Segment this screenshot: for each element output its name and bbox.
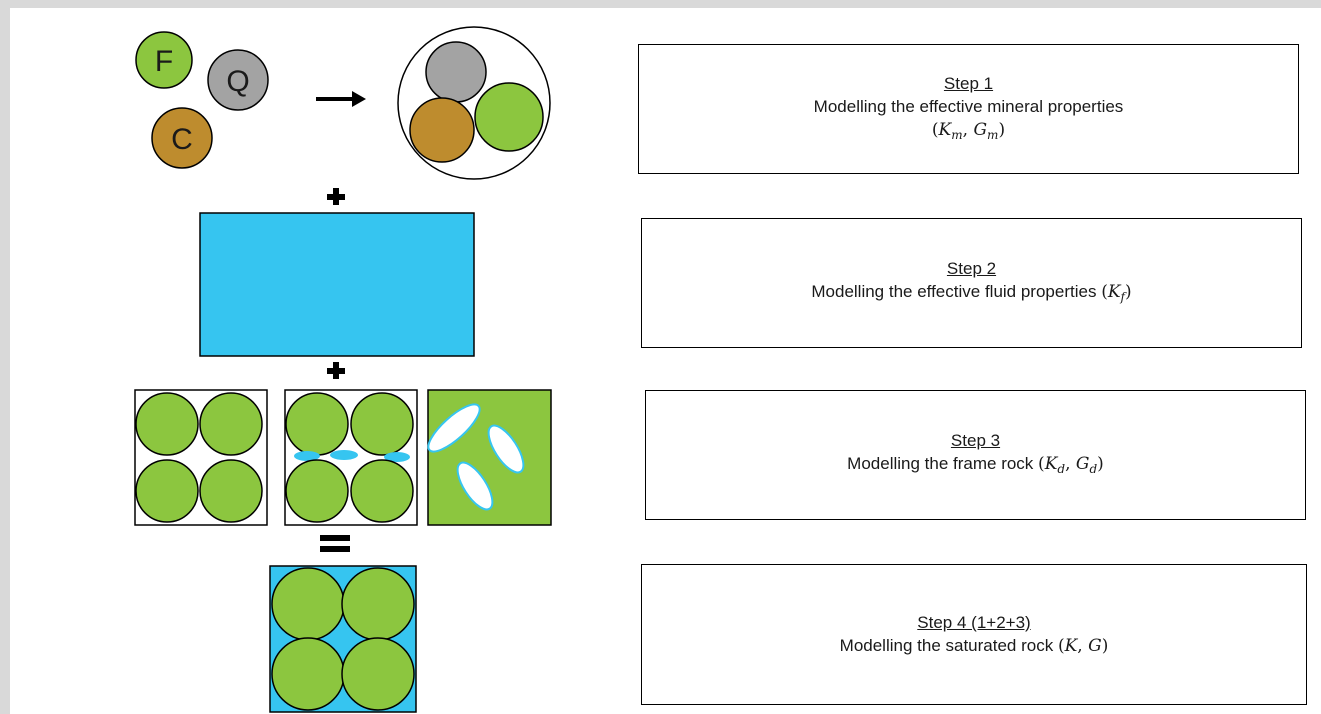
- workflow-diagram: F Q C: [134, 26, 552, 713]
- saturated-rock: [269, 565, 417, 713]
- grain: [199, 459, 263, 523]
- step-3-description-line: Modelling the frame rock (Kd, Gd): [847, 454, 1104, 476]
- symbol: G: [1088, 636, 1102, 656]
- subscript: m: [951, 127, 963, 142]
- contact-fluid: [384, 452, 410, 462]
- symbol: K: [1107, 282, 1121, 302]
- crack-pore: [456, 461, 494, 511]
- crack-pore: [427, 403, 481, 453]
- grain: [199, 392, 263, 456]
- frame-inclusion-pores: [427, 389, 552, 526]
- step-3-title: Step 3: [950, 431, 1001, 450]
- step-4-title: Step 4 (1+2+3): [917, 613, 1031, 632]
- contact-fluid: [330, 450, 358, 460]
- grain: [271, 637, 345, 711]
- grain: [350, 392, 414, 456]
- plus-icon-1: [327, 188, 345, 205]
- step-2-description-line: Modelling the effective fluid properties…: [811, 282, 1132, 304]
- step-2-box: Step 2 Modelling the effective fluid pro…: [641, 218, 1302, 348]
- step-3-description: Modelling the frame rock: [847, 454, 1034, 473]
- step-1-title: Step 1: [943, 73, 994, 93]
- subscript: f: [1120, 290, 1125, 304]
- mineral-q-label: Q: [226, 65, 249, 98]
- diagram-canvas: F Q C: [10, 8, 1321, 714]
- plus-icon-2: [327, 362, 345, 379]
- grain: [341, 637, 415, 711]
- symbol: K: [938, 119, 952, 140]
- grain: [350, 459, 414, 523]
- subscript: d: [1057, 462, 1066, 476]
- equals-icon: [320, 535, 350, 552]
- step-3-box: Step 3 Modelling the frame rock (Kd, Gd): [645, 390, 1306, 520]
- crack-pore: [487, 424, 525, 474]
- grain: [271, 567, 345, 641]
- mineral-q-grain: [207, 49, 269, 111]
- aggregate-c-grain: [409, 97, 475, 163]
- symbol: K: [1044, 454, 1058, 474]
- step-4-description: Modelling the saturated rock: [839, 636, 1054, 655]
- fluid-block: [199, 212, 475, 357]
- mineral-c-label: C: [171, 123, 193, 156]
- symbol: K: [1064, 636, 1078, 656]
- grain: [135, 392, 199, 456]
- aggregate-f-grain: [474, 82, 544, 152]
- grain: [285, 459, 349, 523]
- symbol: G: [1075, 454, 1090, 474]
- step-2-description: Modelling the effective fluid properties: [811, 282, 1097, 301]
- mineral-c-grain: [151, 107, 213, 169]
- step-4-description-line: Modelling the saturated rock (K, G): [839, 636, 1109, 656]
- step-1-symbols: (Km, Gm): [931, 119, 1006, 142]
- frame-contact-cement: [284, 389, 418, 526]
- effective-mineral-aggregate: [397, 26, 551, 180]
- symbol: G: [973, 119, 988, 140]
- grain: [341, 567, 415, 641]
- grain: [135, 459, 199, 523]
- frame-dry-packing: [134, 389, 268, 526]
- aggregate-q-grain: [425, 41, 487, 103]
- subscript: d: [1089, 462, 1098, 476]
- arrow-right-icon: [316, 91, 366, 107]
- step-1-description: Modelling the effective mineral properti…: [813, 96, 1124, 116]
- mineral-f-label: F: [155, 45, 173, 78]
- step-1-box: Step 1 Modelling the effective mineral p…: [638, 44, 1299, 174]
- contact-fluid: [294, 451, 320, 461]
- step-4-box: Step 4 (1+2+3) Modelling the saturated r…: [641, 564, 1307, 705]
- mineral-f-grain: [135, 31, 193, 89]
- subscript: m: [987, 127, 999, 142]
- grain: [285, 392, 349, 456]
- mineral-grains: F Q C: [135, 31, 269, 169]
- step-2-title: Step 2: [946, 259, 997, 278]
